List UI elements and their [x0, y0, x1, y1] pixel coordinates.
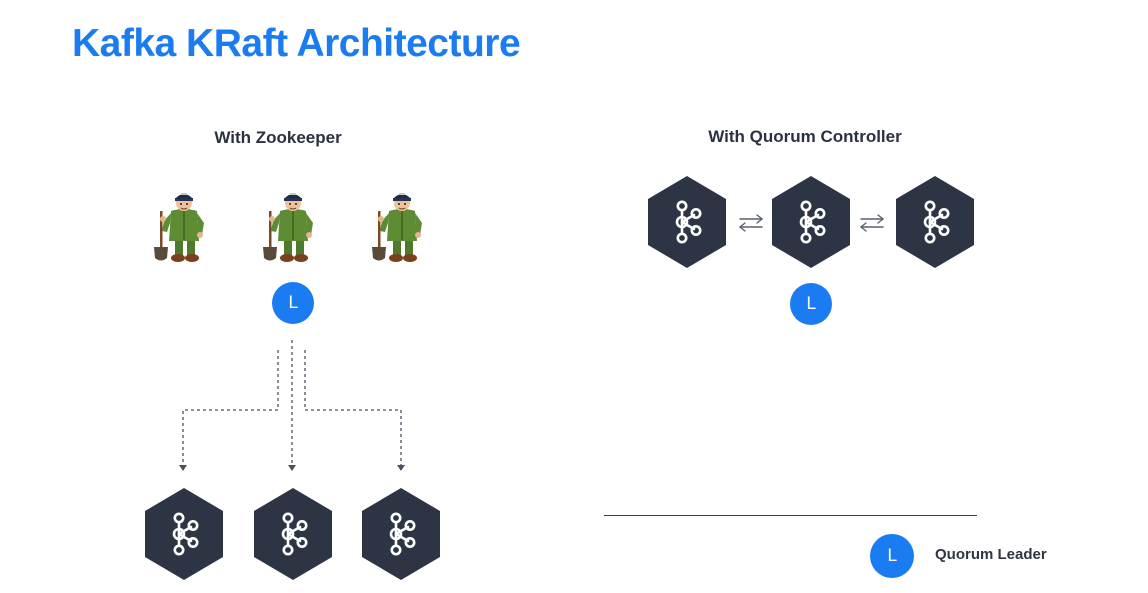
- dashed-arrow: [304, 350, 402, 468]
- zookeeper-section-heading: With Zookeeper: [214, 128, 342, 147]
- quorum-section-heading: With Quorum Controller: [708, 127, 902, 146]
- kafka-controller-icon: [894, 174, 976, 270]
- kafka-broker-icon: [360, 486, 442, 582]
- kafka-controller-icon: [646, 174, 728, 270]
- kafka-broker-icon: [143, 486, 225, 582]
- bidirectional-arrow-icon: [859, 214, 885, 232]
- legend-divider: [604, 515, 977, 516]
- legend-leader-icon: L: [870, 534, 914, 578]
- page-title: Kafka KRaft Architecture: [72, 22, 521, 65]
- kafka-controller-icon: [770, 174, 852, 270]
- quorum-leader-badge: L: [790, 283, 832, 325]
- zookeeper-leader-badge: L: [272, 282, 314, 324]
- dashed-arrow: [182, 350, 279, 468]
- bidirectional-arrow-icon: [738, 214, 764, 232]
- legend-label: Quorum Leader: [935, 546, 1047, 563]
- kafka-broker-icon: [252, 486, 334, 582]
